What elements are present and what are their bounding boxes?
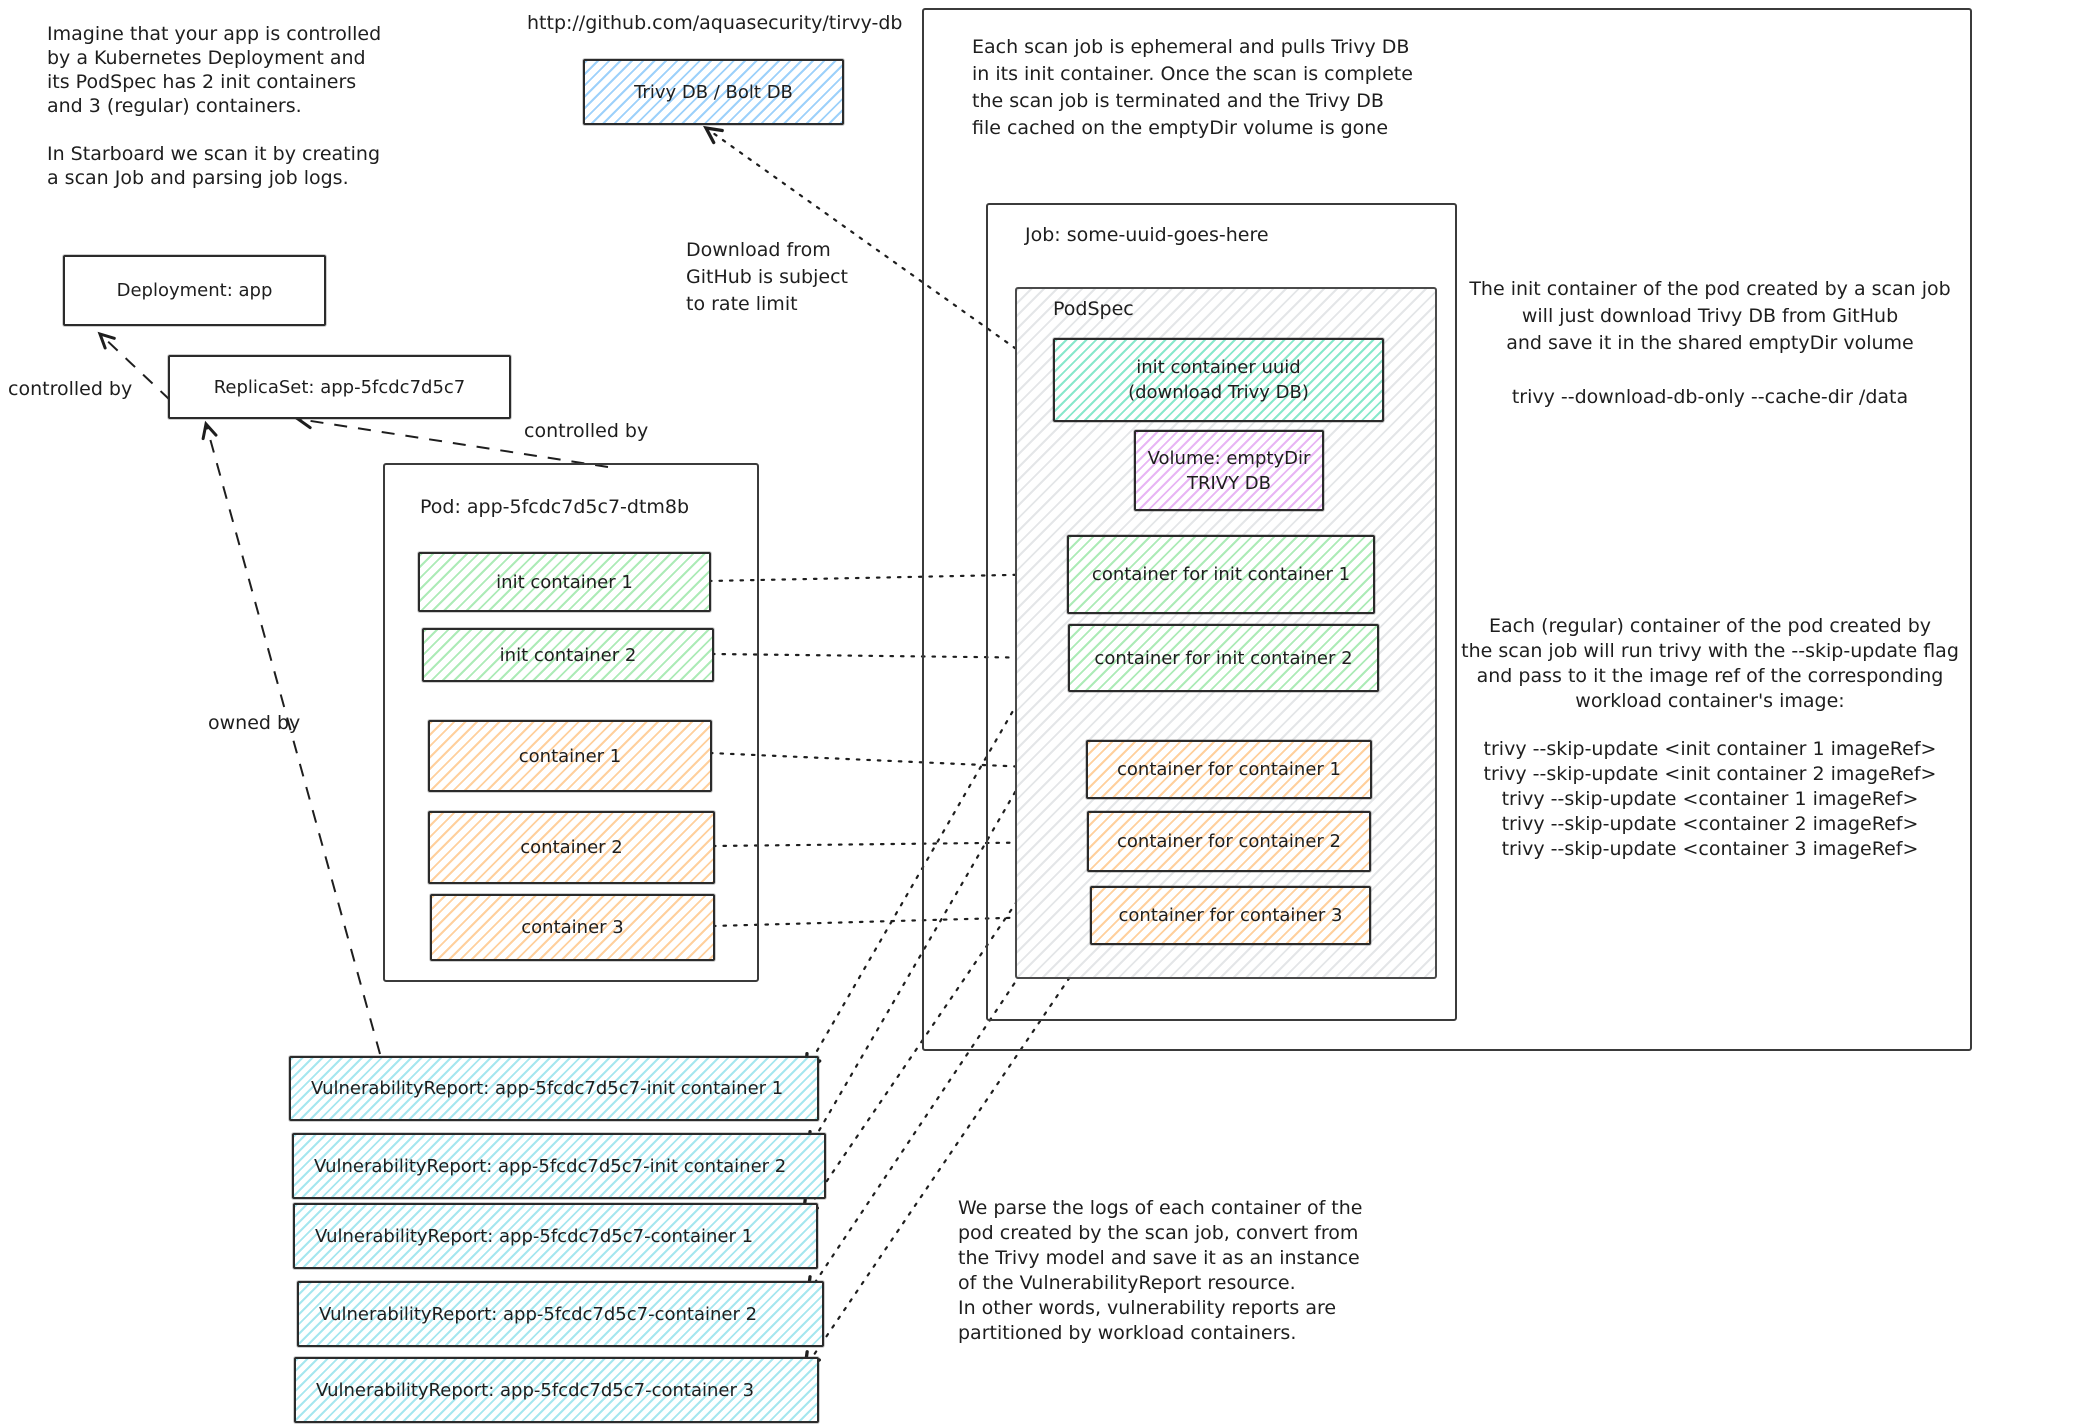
vulnerability-report-4-label: VulnerabilityReport: app-5fcdc7d5c7-cont… [319, 1303, 758, 1325]
job-container-for-3-box: container for container 3 [1090, 886, 1371, 945]
job-title: Job: some-uuid-goes-here [1025, 224, 1269, 246]
replicaset-box: ReplicaSet: app-5fcdc7d5c7 [168, 355, 511, 419]
vulnerability-report-1-label: VulnerabilityReport: app-5fcdc7d5c7-init… [311, 1078, 784, 1099]
ephemeral-note: Each scan job is ephemeral and pulls Tri… [972, 36, 1413, 139]
vulnerability-report-2-label: VulnerabilityReport: app-5fcdc7d5c7-init… [314, 1155, 787, 1177]
download-cmd: trivy --download-db-only --cache-dir /da… [1511, 386, 1909, 408]
replicaset-label: ReplicaSet: app-5fcdc7d5c7 [213, 376, 466, 398]
job-container-for-1-box: container for container 1 [1086, 740, 1372, 799]
pod-container-1-box: container 1 [428, 720, 712, 792]
job-container-for-init-2-box: container for init container 2 [1068, 624, 1379, 692]
volume-emptydir-box: Volume: emptyDir TRIVY DB [1134, 430, 1324, 511]
trivy-db-label: Trivy DB / Bolt DB [634, 81, 793, 103]
pod-init-container-2-label: init container 2 [499, 644, 637, 666]
parse-logs-note: We parse the logs of each container of t… [958, 1197, 1363, 1344]
pod-container-3-label: container 3 [521, 917, 624, 938]
arrow-vulnreport-owned-by-replicaset [206, 424, 381, 1055]
trivy-db-box: Trivy DB / Bolt DB [583, 59, 844, 125]
pod-container-2-box: container 2 [428, 811, 715, 884]
deployment-box: Deployment: app [63, 255, 326, 326]
podspec-title: PodSpec [1053, 298, 1134, 320]
job-container-for-2-label: container for container 2 [1117, 831, 1341, 852]
vulnerability-report-1-box: VulnerabilityReport: app-5fcdc7d5c7-init… [289, 1056, 819, 1121]
pod-container-2-label: container 2 [520, 837, 623, 858]
intro-note-1: Imagine that your app is controlled by a… [47, 23, 382, 117]
job-container-for-init-2-label: container for init container 2 [1094, 647, 1353, 669]
pod-init-container-1-label: init container 1 [496, 571, 633, 593]
init-container-uuid-label: init container uuid (download Trivy DB) [1128, 357, 1309, 403]
pod-container-3-box: container 3 [430, 894, 715, 961]
controlled-by-label-2: controlled by [524, 420, 649, 442]
github-url-label: http://github.com/aquasecurity/tirvy-db [527, 12, 903, 34]
owned-by-label: owned by [208, 712, 301, 734]
regular-container-note: Each (regular) container of the pod crea… [1461, 615, 1959, 712]
deployment-label: Deployment: app [116, 280, 273, 301]
vulnerability-report-3-label: VulnerabilityReport: app-5fcdc7d5c7-cont… [315, 1225, 754, 1247]
pod-init-container-1-box: init container 1 [418, 552, 711, 612]
skip-update-cmds: trivy --skip-update <init container 1 im… [1483, 738, 1937, 860]
vulnerability-report-4-box: VulnerabilityReport: app-5fcdc7d5c7-cont… [297, 1281, 824, 1347]
pod-init-container-2-box: init container 2 [422, 628, 714, 682]
job-container-for-2-box: container for container 2 [1087, 811, 1371, 872]
pod-box [383, 463, 759, 982]
vulnerability-report-5-box: VulnerabilityReport: app-5fcdc7d5c7-cont… [294, 1357, 819, 1423]
rate-limit-note: Download from GitHub is subject to rate … [686, 239, 848, 315]
vulnerability-report-5-label: VulnerabilityReport: app-5fcdc7d5c7-cont… [316, 1379, 755, 1401]
controlled-by-label-1: controlled by [8, 378, 133, 400]
pod-title: Pod: app-5fcdc7d5c7-dtm8b [420, 496, 690, 518]
job-box [986, 203, 1457, 1021]
pod-container-1-label: container 1 [518, 745, 622, 767]
job-container-for-3-label: container for container 3 [1118, 905, 1343, 926]
intro-note-2: In Starboard we scan it by creating a sc… [47, 143, 381, 189]
init-container-uuid-box: init container uuid (download Trivy DB) [1053, 338, 1384, 422]
vulnerability-report-3-box: VulnerabilityReport: app-5fcdc7d5c7-cont… [293, 1203, 818, 1269]
volume-emptydir-label: Volume: emptyDir TRIVY DB [1147, 447, 1311, 494]
vulnerability-report-2-box: VulnerabilityReport: app-5fcdc7d5c7-init… [292, 1133, 826, 1199]
scan-job-frame [922, 8, 1972, 1051]
init-container-note: The init container of the pod created by… [1469, 278, 1951, 354]
job-container-for-init-1-label: container for init container 1 [1091, 564, 1351, 585]
job-container-for-init-1-box: container for init container 1 [1067, 535, 1375, 614]
job-container-for-1-label: container for container 1 [1117, 759, 1341, 780]
